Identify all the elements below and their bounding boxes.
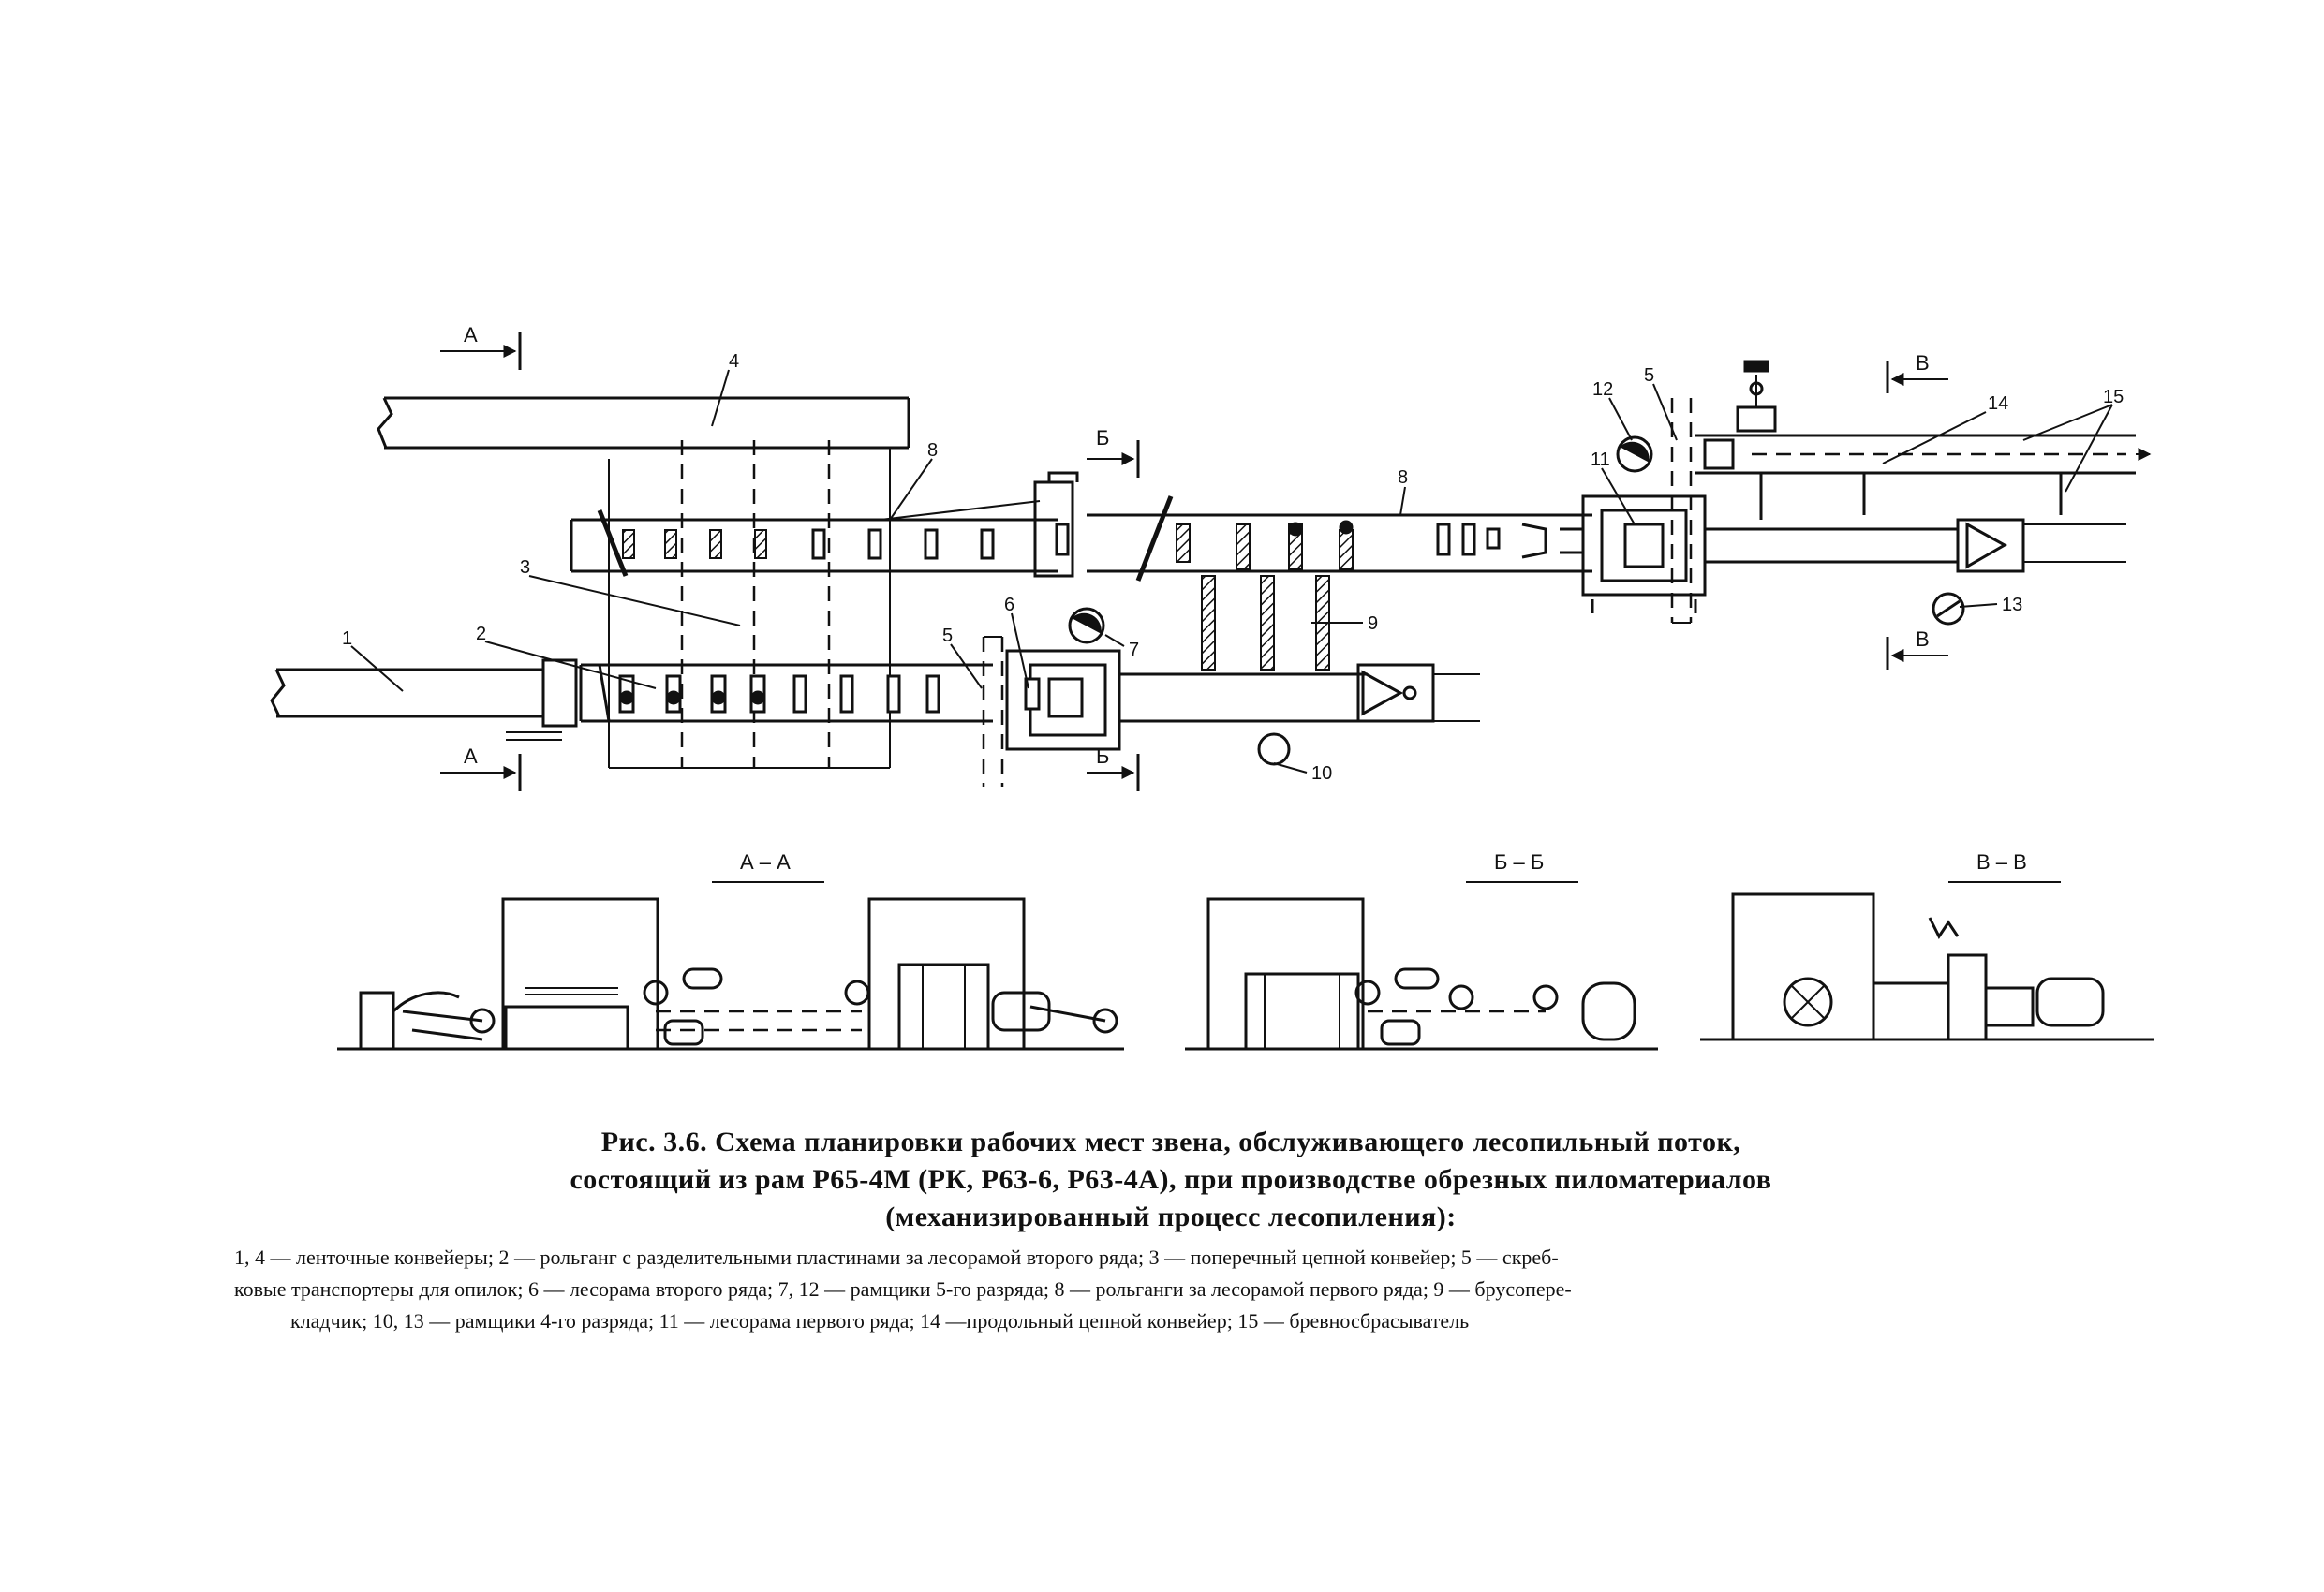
section-title-aa: А – А (740, 850, 791, 874)
figure-caption: Рис. 3.6. Схема планировки рабочих мест … (234, 1124, 2108, 1337)
plan-view: А А Б Б В В (270, 323, 2152, 791)
section-mark-a-top: А (464, 323, 478, 346)
roller-conveyor-2 (579, 663, 993, 723)
section-marks: А А Б Б В В (440, 323, 1948, 791)
callout-5-right: 5 (1644, 365, 1654, 386)
section-mark-v-bottom: В (1916, 627, 1930, 651)
caption-title-line-1: Рис. 3.6. Схема планировки рабочих мест … (600, 1127, 1741, 1157)
frame-saw-second-row-6 (1005, 649, 1480, 751)
callout-8-left: 8 (927, 440, 938, 461)
belt-conveyor-1 (270, 658, 578, 741)
callout-13: 13 (2002, 595, 2022, 615)
roller-conveyor-8-left (570, 471, 1079, 578)
scraper-transporter-5-left (982, 636, 1004, 787)
section-mark-a-bottom: А (464, 744, 478, 768)
log-transfer-9 (1201, 575, 1330, 671)
callout-4: 4 (729, 351, 739, 372)
callout-9: 9 (1368, 613, 1378, 634)
longitudinal-chain-conveyor-14 (1695, 360, 2152, 520)
section-mark-b-bottom: Б (1096, 744, 1109, 768)
worker-7 (1068, 607, 1105, 644)
callout-1: 1 (342, 628, 352, 649)
caption-legend-line-2: ковые транспортеры для опилок; 6 — лесор… (234, 1277, 1572, 1301)
section-bb: Б – Б (1185, 850, 1658, 1051)
separating-plates (618, 674, 766, 714)
frame-saw-first-row-11 (1581, 494, 2126, 613)
section-mark-b-top: Б (1096, 426, 1109, 450)
section-mark-v-top: В (1916, 351, 1930, 375)
caption-legend: 1, 4 — ленточные конвейеры; 2 — рольганг… (234, 1242, 2108, 1337)
worker-10 (1257, 732, 1291, 766)
callout-numbers: 1 2 3 4 5 6 7 8 8 9 10 11 12 5 13 14 15 (342, 351, 2124, 784)
caption-title-line-2: состоящий из рам Р65-4М (РК, Р63-6, Р63-… (570, 1164, 1772, 1195)
section-aa: А – А (337, 850, 1124, 1051)
section-title-vv: В – В (1976, 850, 2027, 874)
callout-8-right: 8 (1398, 467, 1408, 488)
vv-equipment (1783, 917, 2105, 1041)
caption-legend-line-1: 1, 4 — ленточные конвейеры; 2 — рольганг… (234, 1246, 1559, 1269)
scraper-transporter-5-right (1670, 398, 1693, 624)
callout-15: 15 (2103, 387, 2124, 407)
callout-14: 14 (1988, 393, 2008, 414)
callout-10: 10 (1311, 763, 1332, 784)
roller-conveyor-8-right (1087, 495, 1592, 582)
belt-conveyor-4 (377, 396, 910, 450)
leader-lines (350, 369, 2113, 774)
callout-2: 2 (476, 624, 486, 644)
callout-3: 3 (520, 557, 530, 578)
callout-7: 7 (1129, 640, 1139, 660)
cross-chain-conveyor-3 (608, 440, 891, 769)
section-title-bb: Б – Б (1494, 850, 1544, 874)
caption-legend-line-3: кладчик; 10, 13 — рамщики 4-го разряда; … (290, 1309, 1470, 1333)
worker-13 (1932, 592, 1965, 626)
callout-12: 12 (1592, 379, 1613, 400)
callout-6: 6 (1004, 595, 1014, 615)
section-vv: В – В (1700, 850, 2154, 1041)
bb-equipment (1244, 967, 1636, 1051)
aa-equipment (359, 963, 1118, 1051)
caption-title-line-3: (механизированный процесс лесопиления): (885, 1201, 1457, 1232)
worker-12 (1616, 435, 1653, 473)
callout-11: 11 (1591, 450, 1610, 470)
callout-5-left: 5 (942, 626, 953, 646)
sawmill-layout-drawing: А А Б Б В В (270, 323, 2154, 1051)
